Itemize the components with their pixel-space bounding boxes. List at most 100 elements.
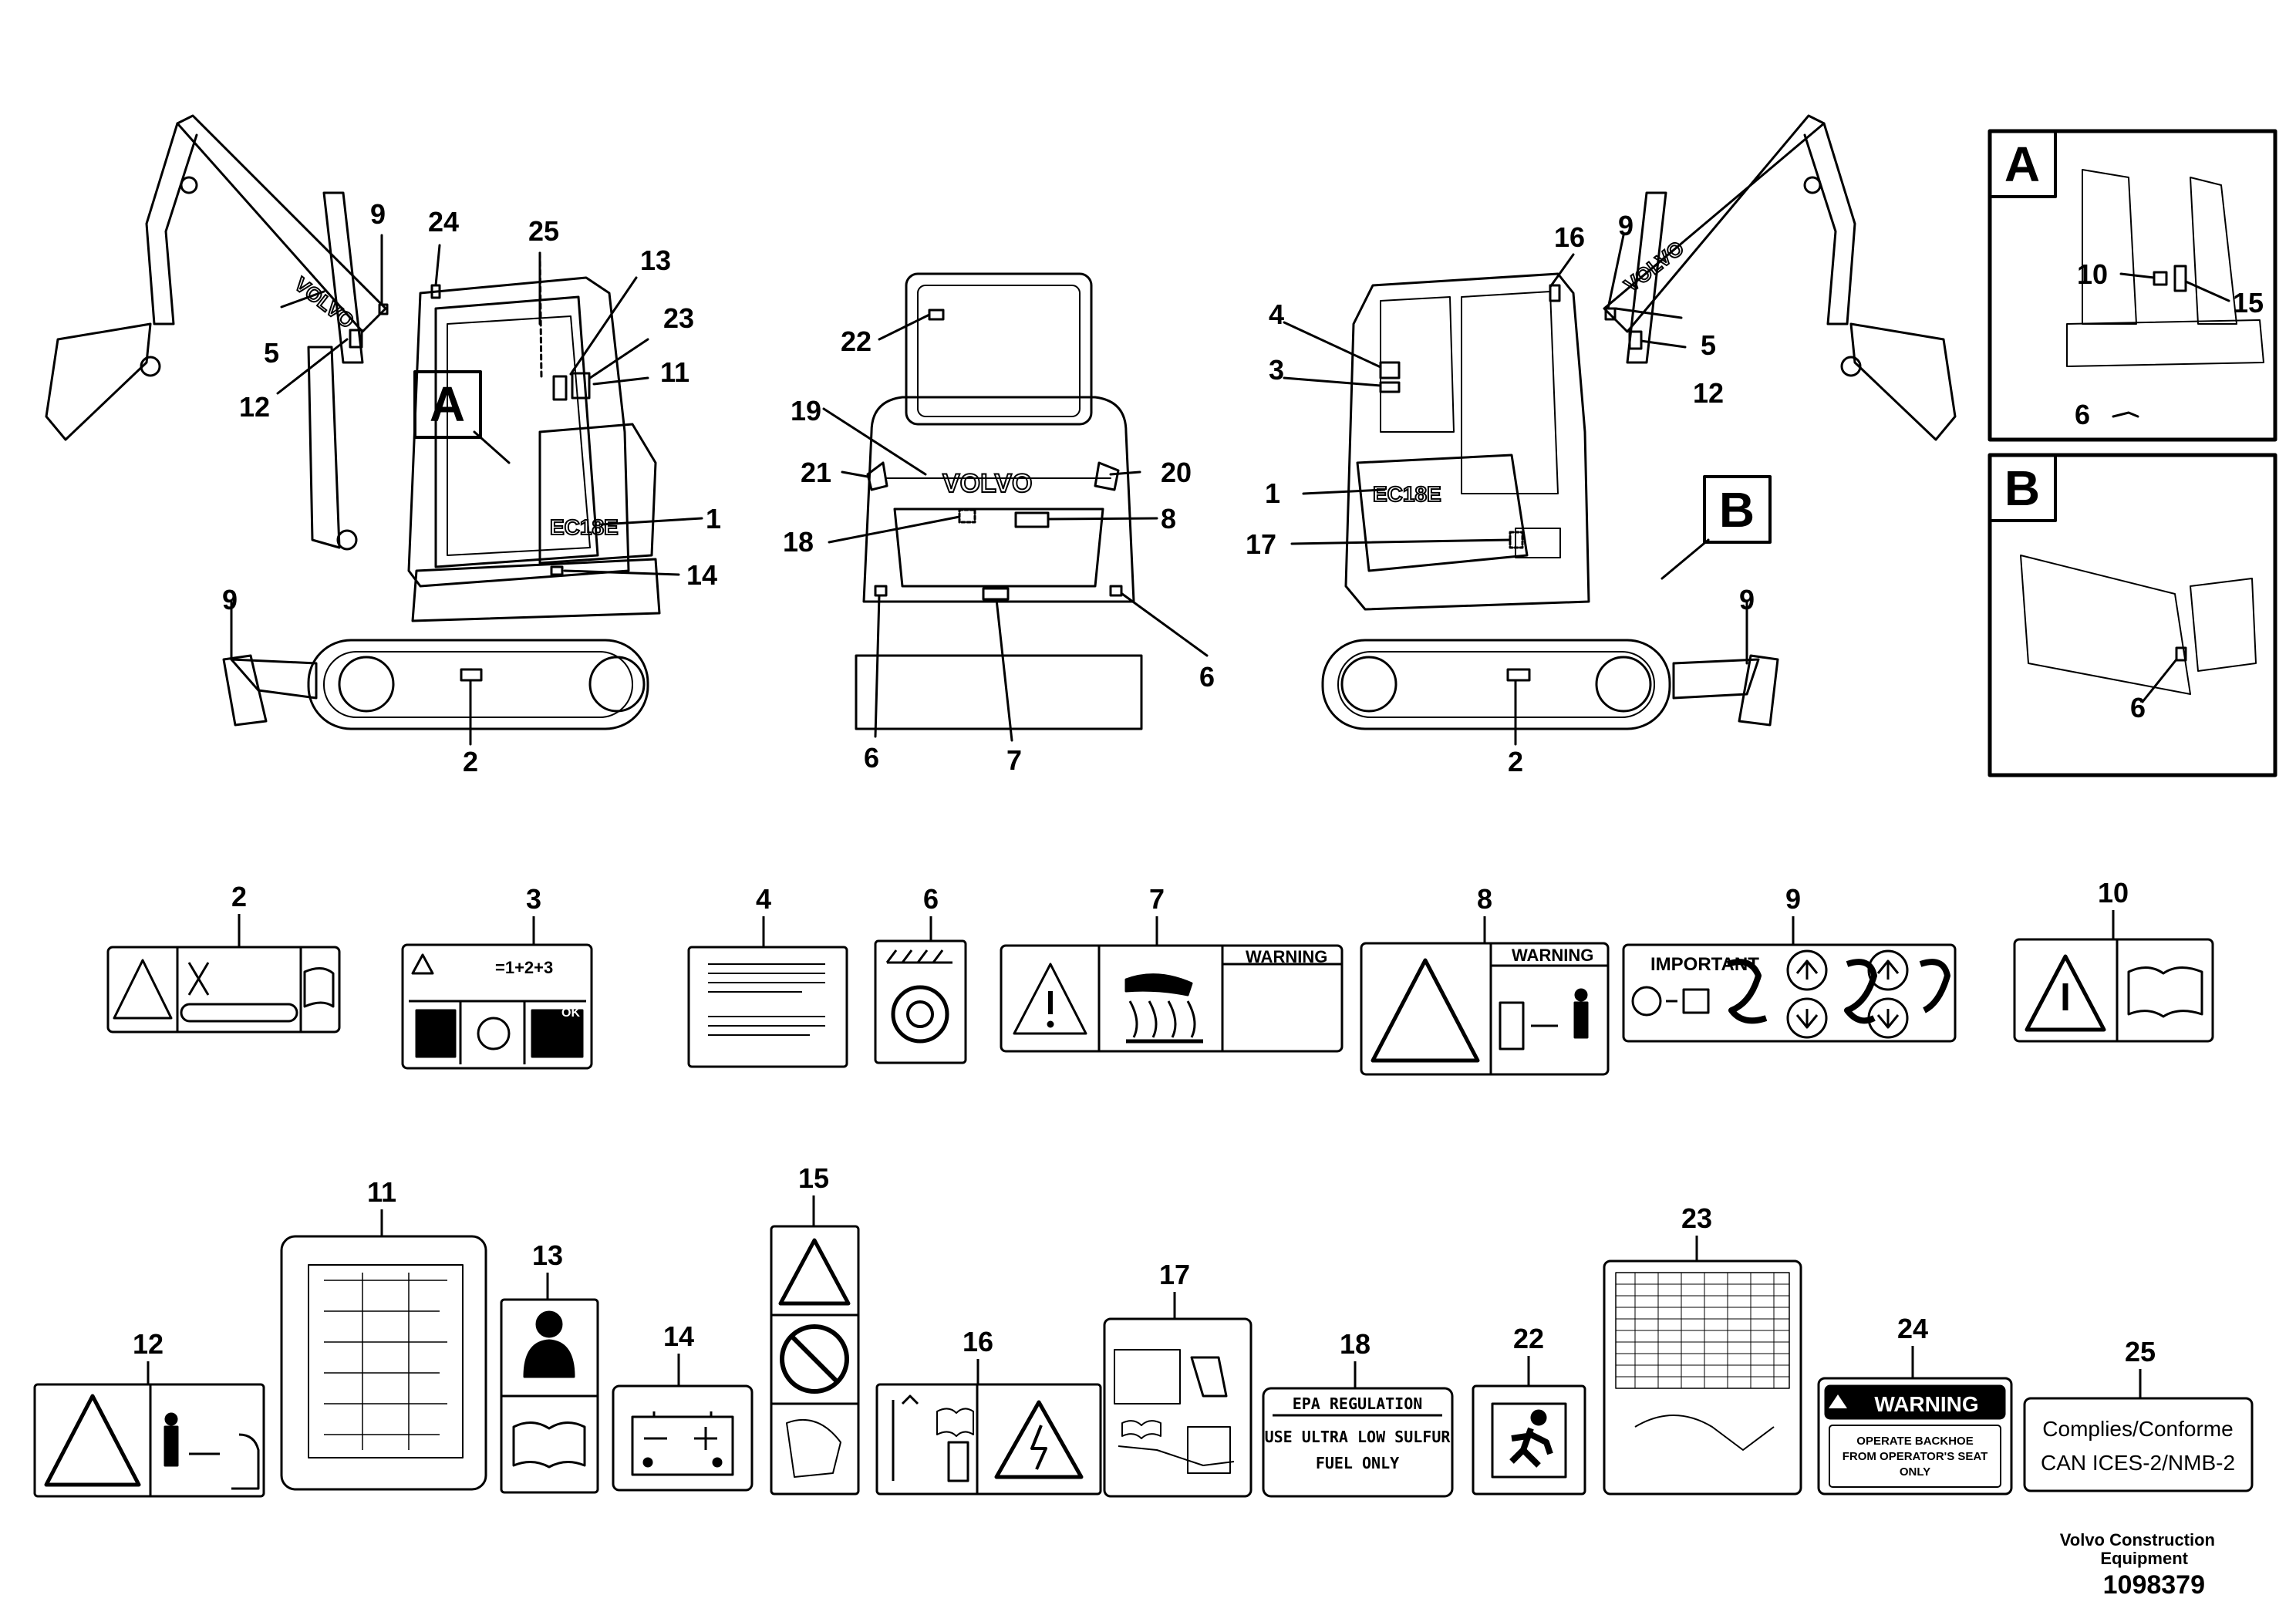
company-name: Volvo Construction (2059, 1530, 2215, 1549)
decal-callout-15: 15 (798, 1162, 829, 1194)
model-badge: EC18E (1373, 482, 1441, 506)
decal-14 (612, 1384, 754, 1492)
decal-18 (1262, 1387, 1454, 1498)
callout-6: 6 (1199, 661, 1215, 693)
callout-12: 12 (1693, 377, 1724, 409)
decal-callout-14: 14 (663, 1320, 694, 1352)
callout-9: 9 (370, 198, 386, 230)
callout-25: 25 (528, 215, 559, 247)
callout-8: 8 (1161, 503, 1176, 534)
decal-16 (875, 1383, 1102, 1496)
decal-25-line2: CAN ICES-2/NMB-2 (2041, 1451, 2235, 1475)
decal-25-line1: Complies/Conforme (2042, 1417, 2233, 1441)
decal-24-line3: ONLY (1900, 1465, 1930, 1479)
decal-callout-16: 16 (963, 1326, 993, 1357)
decal-callout-11: 11 (367, 1176, 396, 1208)
decal-callout-25: 25 (2125, 1336, 2156, 1367)
decal-24-line2: FROM OPERATOR'S SEAT (1843, 1450, 1988, 1463)
rear-logo: VOLVO (942, 469, 1033, 498)
callout-3: 3 (1269, 354, 1284, 386)
decal-callout-8: 8 (1477, 883, 1492, 915)
callout-21: 21 (801, 457, 831, 488)
view-marker-a: A (430, 376, 465, 432)
callout-9: 9 (1618, 210, 1633, 241)
callout-11: 11 (660, 356, 689, 388)
callout-5: 5 (264, 337, 279, 369)
callout-20: 20 (1161, 457, 1192, 488)
decal-18-line2: FUEL ONLY (1316, 1454, 1399, 1472)
callout-6: 6 (2130, 692, 2146, 723)
company-name-line2: Equipment (2100, 1549, 2188, 1568)
rear-view (822, 272, 1209, 742)
decal-24-header: WARNING (1874, 1392, 1978, 1416)
callout-17: 17 (1246, 528, 1276, 560)
callout-23: 23 (663, 302, 694, 334)
decal-callout-24: 24 (1897, 1313, 1928, 1344)
decal-callout-7: 7 (1149, 883, 1165, 915)
decal-3 (401, 943, 593, 1070)
decal-22 (1472, 1384, 1586, 1496)
decal-2 (106, 946, 341, 1034)
decal-callout-2: 2 (231, 881, 247, 912)
decal-callout-23: 23 (1681, 1202, 1712, 1234)
detail-letter-b: B (2004, 460, 2040, 516)
decal-25 (2023, 1397, 2254, 1492)
callout-13: 13 (640, 244, 671, 276)
decal-callout-6: 6 (923, 883, 939, 915)
callout-10: 10 (2077, 258, 2108, 290)
left-side-view (45, 114, 703, 746)
callout-14: 14 (686, 559, 717, 591)
decal-10 (2013, 938, 2214, 1043)
decal-callout-10: 10 (2098, 877, 2129, 909)
callout-7: 7 (1006, 744, 1022, 776)
callout-1: 1 (1265, 477, 1280, 509)
detail-box-b (1988, 453, 2277, 777)
decal-callout-17: 17 (1159, 1259, 1190, 1290)
detail-letter-a: A (2004, 137, 2040, 192)
decal-callout-4: 4 (756, 883, 771, 915)
decal-8 (1360, 942, 1610, 1076)
decal-callout-13: 13 (532, 1239, 563, 1271)
decal-18-header: EPA REGULATION (1293, 1394, 1423, 1413)
callout-16: 16 (1554, 221, 1585, 253)
decal-11 (280, 1235, 487, 1491)
callout-12: 12 (239, 391, 270, 423)
callout-15: 15 (2233, 287, 2264, 319)
decal-9 (1622, 943, 1957, 1043)
decal-callout-18: 18 (1340, 1328, 1371, 1360)
callout-5: 5 (1701, 329, 1716, 361)
decal-24 (1817, 1377, 2013, 1496)
decal-9-header: IMPORTANT (1650, 954, 1759, 975)
decal-23 (1603, 1259, 1802, 1496)
decal-callout-22: 22 (1513, 1323, 1544, 1354)
callout-2: 2 (463, 746, 478, 777)
decal-7-header: WARNING (1246, 947, 1327, 966)
decal-3-formula: =1+2+3 (495, 958, 553, 977)
decal-15 (770, 1225, 860, 1496)
view-marker-b: B (1719, 482, 1755, 538)
callout-9: 9 (1739, 584, 1755, 615)
decal-callout-12: 12 (133, 1328, 164, 1360)
decal-3-ok: OK (561, 1007, 580, 1020)
decal-24-line1: OPERATE BACKHOE (1856, 1435, 1973, 1448)
decal-17 (1103, 1317, 1253, 1498)
callout-6: 6 (2075, 399, 2090, 430)
right-side-view (1283, 114, 1957, 746)
callout-18: 18 (783, 526, 814, 558)
callout-4: 4 (1269, 298, 1284, 330)
detail-box-a (1988, 129, 2277, 442)
decal-7 (1000, 944, 1344, 1053)
callout-2: 2 (1508, 746, 1523, 777)
callout-6: 6 (864, 742, 879, 774)
decal-8-header: WARNING (1512, 946, 1593, 965)
decal-4 (687, 946, 848, 1068)
callout-9: 9 (222, 584, 238, 615)
callout-22: 22 (841, 325, 872, 357)
decal-6 (874, 939, 967, 1064)
model-badge: EC18E (550, 515, 619, 539)
decal-callout-3: 3 (526, 883, 541, 915)
drawing-number: 1098379 (2102, 1570, 2205, 1600)
decal-18-line1: USE ULTRA LOW SULFUR (1265, 1428, 1451, 1446)
callout-1: 1 (706, 503, 721, 534)
